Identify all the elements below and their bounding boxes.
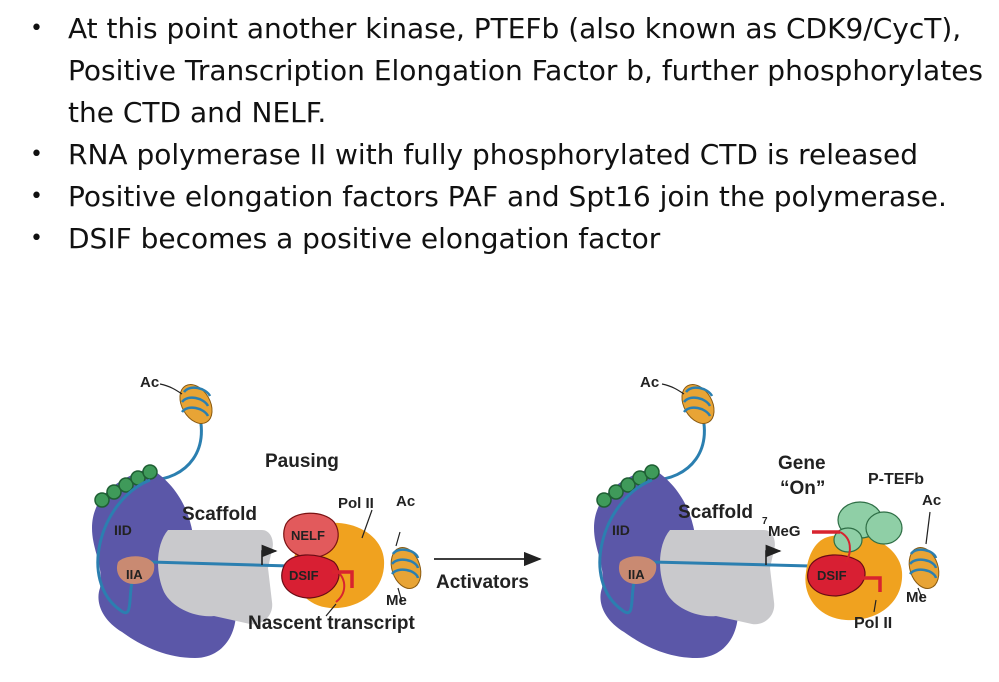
scaffold-shape	[660, 530, 775, 625]
elongating-complex: Ac Gene “On” P-TEFb Ac Scaffold 7 MeG II…	[594, 374, 941, 658]
label-ac-top: Ac	[140, 374, 159, 391]
nucleosome-wrap	[391, 548, 420, 579]
bullet-text: Positive elongation factors PAF and Spt1…	[68, 180, 947, 213]
nucleosome-right	[390, 547, 422, 589]
label-iia: IIA	[126, 567, 143, 582]
nascent-transcript	[335, 569, 346, 603]
iia-factor	[116, 556, 155, 584]
nascent-pointer	[325, 603, 337, 617]
nucleosome-core	[179, 384, 213, 424]
pol-ii-pointer	[873, 599, 877, 613]
label-iia: IIA	[628, 567, 645, 582]
ptefb-complex	[833, 501, 903, 553]
histone-tail-beads	[596, 464, 660, 508]
nucleosome-wrap	[181, 386, 212, 417]
label-dsif: DSIF	[817, 568, 847, 583]
nucleosome-wrap	[683, 386, 714, 417]
bead	[142, 464, 158, 480]
nucleosome-wrap	[909, 548, 938, 579]
me-pointer	[917, 587, 923, 599]
label-ac-right: Ac	[396, 493, 415, 510]
label-gene-on: “On”	[780, 478, 825, 499]
label-activators: Activators	[436, 572, 529, 593]
label-dsif: DSIF	[289, 568, 319, 583]
iia-factor	[618, 556, 657, 584]
ac-right-pointer	[395, 531, 401, 547]
bead	[596, 492, 612, 508]
bullet-text: At this point another kinase, PTEFb (als…	[68, 12, 984, 129]
bullet-dot: •	[30, 16, 43, 41]
label-iid: IID	[114, 522, 132, 538]
nascent-transcript	[839, 531, 851, 563]
bead	[620, 477, 636, 493]
bead	[94, 492, 110, 508]
histone-tail-beads	[94, 464, 158, 508]
ctd-tail	[860, 576, 882, 592]
ac-right-pointer	[925, 511, 931, 545]
nucleosome-right	[908, 547, 940, 589]
bead	[118, 477, 134, 493]
nucleosome-core	[681, 384, 715, 424]
label-iid: IID	[612, 522, 630, 538]
bullet-text: RNA polymerase II with fully phosphoryla…	[68, 138, 918, 171]
ac-top-pointer	[159, 383, 183, 395]
transcription-diagram: Ac Pausing Scaffold IID IIA Pol II Ac NE…	[92, 374, 941, 658]
tss-arrow	[261, 544, 278, 565]
nucleosome-top	[179, 384, 213, 424]
label-pol-ii: Pol II	[854, 615, 892, 632]
label-meg-superscript: 7	[762, 516, 768, 527]
label-scaffold: Scaffold	[182, 504, 257, 525]
bullet-text: DSIF becomes a positive elongation facto…	[68, 222, 661, 255]
label-ptefb: P-TEFb	[868, 471, 924, 488]
bead	[106, 484, 122, 500]
ac-top-pointer	[661, 383, 685, 395]
label-pausing: Pausing	[265, 451, 339, 472]
dsif-factor	[807, 554, 866, 597]
label-ac-top: Ac	[640, 374, 659, 391]
nucleosome-top	[681, 384, 715, 424]
dsif-factor	[281, 554, 340, 599]
bullet-item: • RNA polymerase II with fully phosphoryl…	[30, 134, 990, 176]
ptefb-subunit	[865, 511, 903, 545]
label-gene: Gene	[778, 453, 826, 474]
label-ac-right: Ac	[922, 492, 941, 509]
bead	[644, 464, 660, 480]
bullet-item: • Positive elongation factors PAF and Spt…	[30, 176, 990, 218]
label-nelf: NELF	[291, 528, 325, 543]
bullet-dot: •	[30, 184, 43, 209]
bullet-dot: •	[30, 142, 43, 167]
tss-arrow	[765, 544, 782, 565]
activators-transition: Activators	[434, 551, 542, 593]
label-scaffold: Scaffold	[678, 502, 753, 523]
scaffold-shape	[158, 530, 273, 625]
bullet-dot: •	[30, 226, 43, 251]
bullet-list: • At this point another kinase, PTEFb (al…	[30, 8, 990, 260]
bead	[608, 484, 624, 500]
label-nascent-transcript: Nascent transcript	[248, 613, 416, 634]
bullet-item: • DSIF becomes a positive elongation fact…	[30, 218, 990, 260]
bullet-item: • At this point another kinase, PTEFb (al…	[30, 8, 990, 134]
me-pointer	[397, 587, 403, 603]
label-meg: MeG	[768, 523, 801, 540]
paused-complex: Ac Pausing Scaffold IID IIA Pol II Ac NE…	[92, 374, 422, 658]
pol-ii-pointer	[361, 509, 373, 539]
label-me: Me	[386, 592, 407, 609]
label-me: Me	[906, 589, 927, 606]
label-pol-ii: Pol II	[338, 495, 374, 512]
nelf-factor	[283, 512, 339, 559]
